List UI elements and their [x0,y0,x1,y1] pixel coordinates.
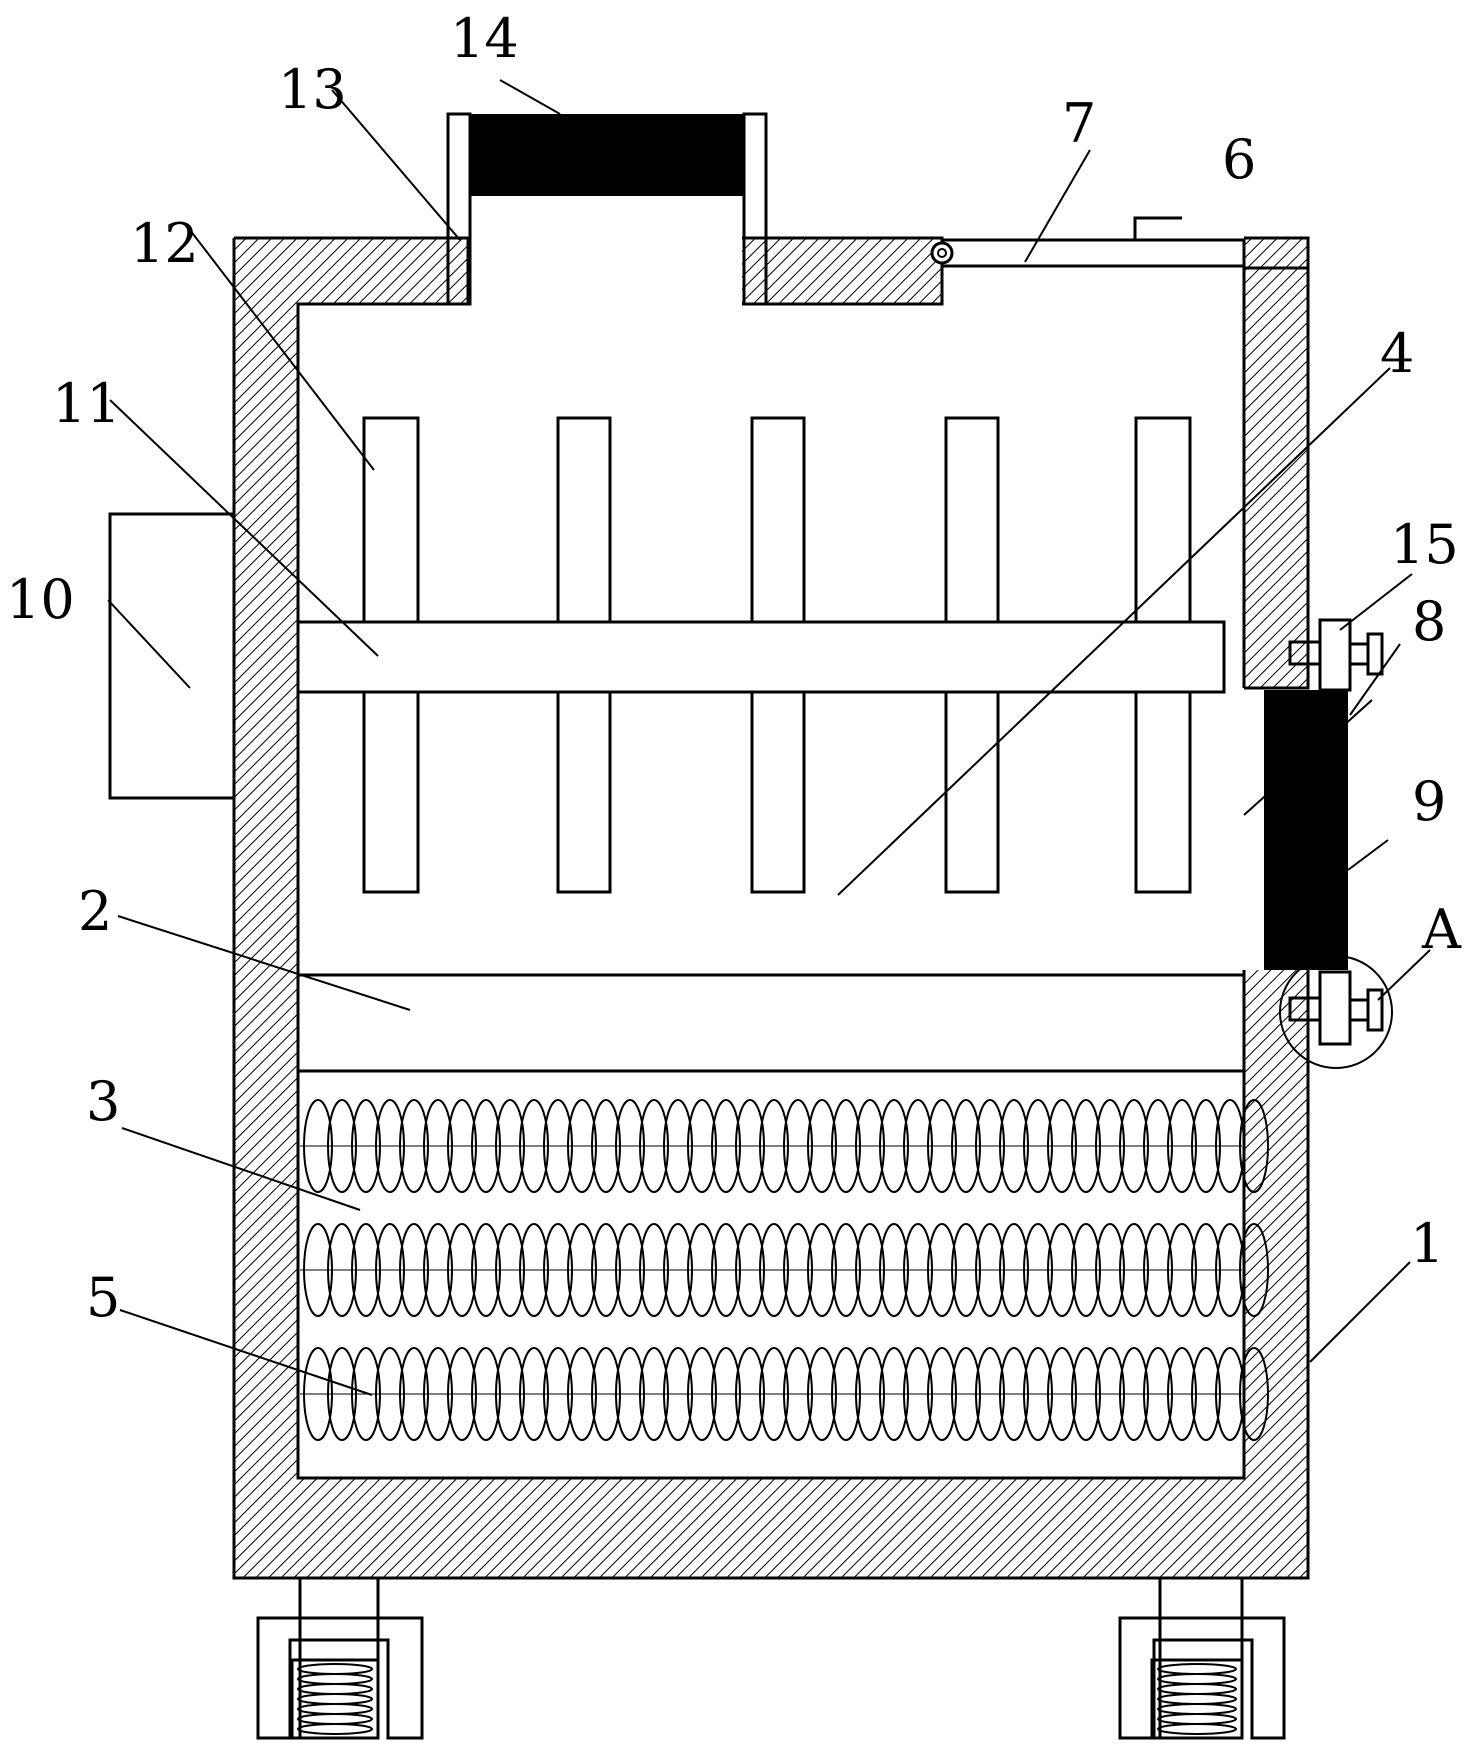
callout-labels: 14 13 7 6 12 4 11 15 10 8 9 A 2 3 1 5 [6,7,1462,1329]
spring-coil [1157,1713,1237,1725]
label-6: 6 [1222,128,1256,191]
motor [108,512,236,800]
label-2: 2 [78,880,112,943]
label-13: 13 [278,58,347,121]
label-9: 9 [1412,770,1446,833]
label-4: 4 [1380,322,1414,385]
blades [362,416,1192,894]
label-12: 12 [130,212,199,275]
spring-coil [1157,1723,1237,1735]
spring-coil [297,1683,373,1695]
spring-coil [297,1723,373,1735]
stirring-shaft [296,620,1226,694]
spring-coil [1157,1703,1237,1715]
label-7: 7 [1062,92,1096,155]
spring-coil [297,1713,373,1725]
spring-coil [1157,1663,1237,1675]
label-A: A [1421,898,1462,961]
spring-coil [297,1693,373,1705]
label-14: 14 [450,7,519,70]
feed-spout [446,112,768,306]
spring-coil [297,1703,373,1715]
label-10: 10 [6,568,75,631]
leader-lines [107,79,1431,1396]
heating-coils [300,1099,1269,1441]
label-1: 1 [1410,1212,1444,1275]
spring-coil [297,1673,373,1685]
spring-coil [1157,1683,1237,1695]
lid [930,216,1246,268]
spring-coil [1157,1673,1237,1685]
label-5: 5 [86,1266,120,1329]
spring-coil [297,1663,373,1675]
label-11: 11 [52,372,121,435]
housing-walls [232,236,1310,1580]
spring-coil [1157,1693,1237,1705]
label-8: 8 [1412,590,1446,653]
partition-plate [296,973,1246,1073]
label-3: 3 [86,1070,120,1133]
label-15: 15 [1390,513,1459,576]
feet [256,1576,1286,1740]
side-door [1264,618,1393,1069]
